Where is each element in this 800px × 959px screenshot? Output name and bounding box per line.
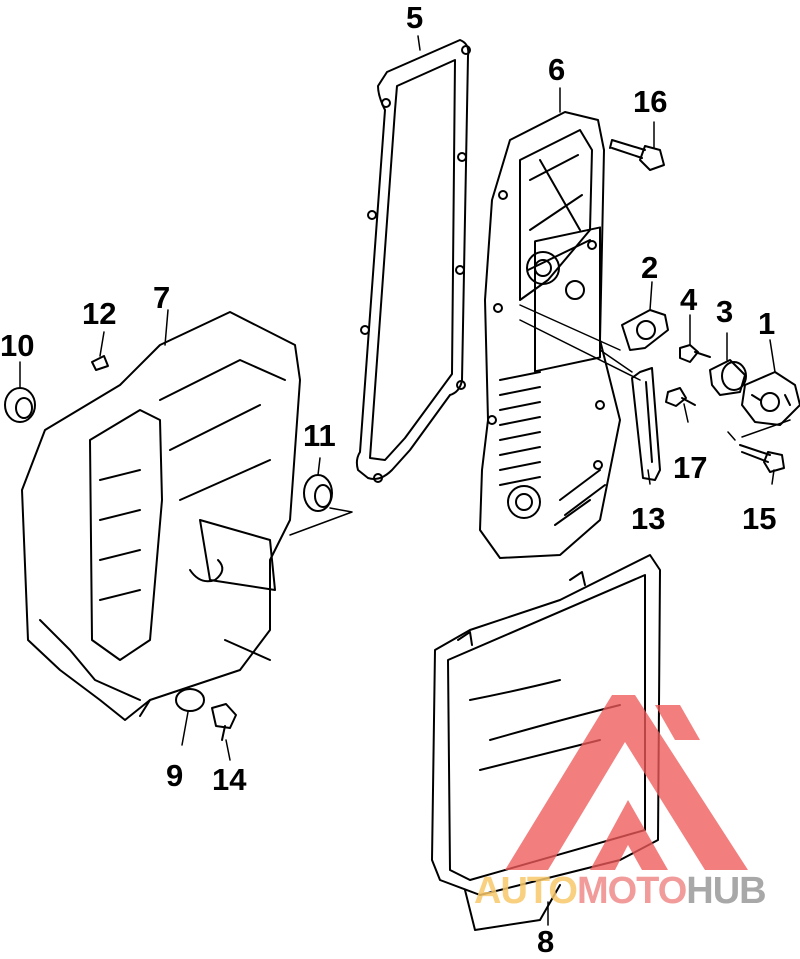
grommet-part-11 xyxy=(303,474,333,512)
label-14: 14 xyxy=(212,762,247,797)
bolt-part-15 xyxy=(739,444,785,473)
spacer-part-3 xyxy=(709,359,747,396)
plate-part-6 xyxy=(479,111,621,559)
label-8: 8 xyxy=(537,924,555,959)
label-16: 16 xyxy=(633,84,668,119)
label-15: 15 xyxy=(742,501,777,536)
strap-part-13 xyxy=(631,367,661,481)
watermark-moto: MOTO xyxy=(576,870,687,912)
label-11: 11 xyxy=(303,418,336,453)
label-4: 4 xyxy=(680,282,698,317)
watermark-text: AUTOMOTOHUB xyxy=(474,870,767,912)
gasket-part-5 xyxy=(355,39,471,483)
label-3: 3 xyxy=(716,294,734,329)
grommet-part-10 xyxy=(4,387,36,423)
label-9: 9 xyxy=(166,758,184,793)
washer-part-9 xyxy=(175,688,205,712)
cap-part-1 xyxy=(741,371,800,426)
logo-triangle-inner xyxy=(590,800,668,870)
bolt-part-16 xyxy=(609,139,665,171)
label-5: 5 xyxy=(406,0,424,35)
bolt-part-4 xyxy=(679,344,711,363)
label-13: 13 xyxy=(631,501,666,536)
logo-triangle-outer xyxy=(505,695,748,870)
watermark-logo xyxy=(505,695,748,870)
watermark-auto: AUTO xyxy=(474,870,578,912)
label-10: 10 xyxy=(0,328,35,363)
label-7: 7 xyxy=(153,280,171,315)
bolt-part-14 xyxy=(211,703,237,741)
label-6: 6 xyxy=(548,52,566,87)
label-1: 1 xyxy=(758,306,776,341)
clip-part-12 xyxy=(91,355,109,371)
label-12: 12 xyxy=(82,296,117,331)
watermark-hub: HUB xyxy=(686,870,766,912)
housing-part-7 xyxy=(21,311,301,721)
label-2: 2 xyxy=(641,250,659,285)
label-17: 17 xyxy=(673,450,708,485)
leader-lines xyxy=(19,35,791,926)
bolt-part-17 xyxy=(665,387,696,407)
gasket-part-2 xyxy=(621,309,669,351)
